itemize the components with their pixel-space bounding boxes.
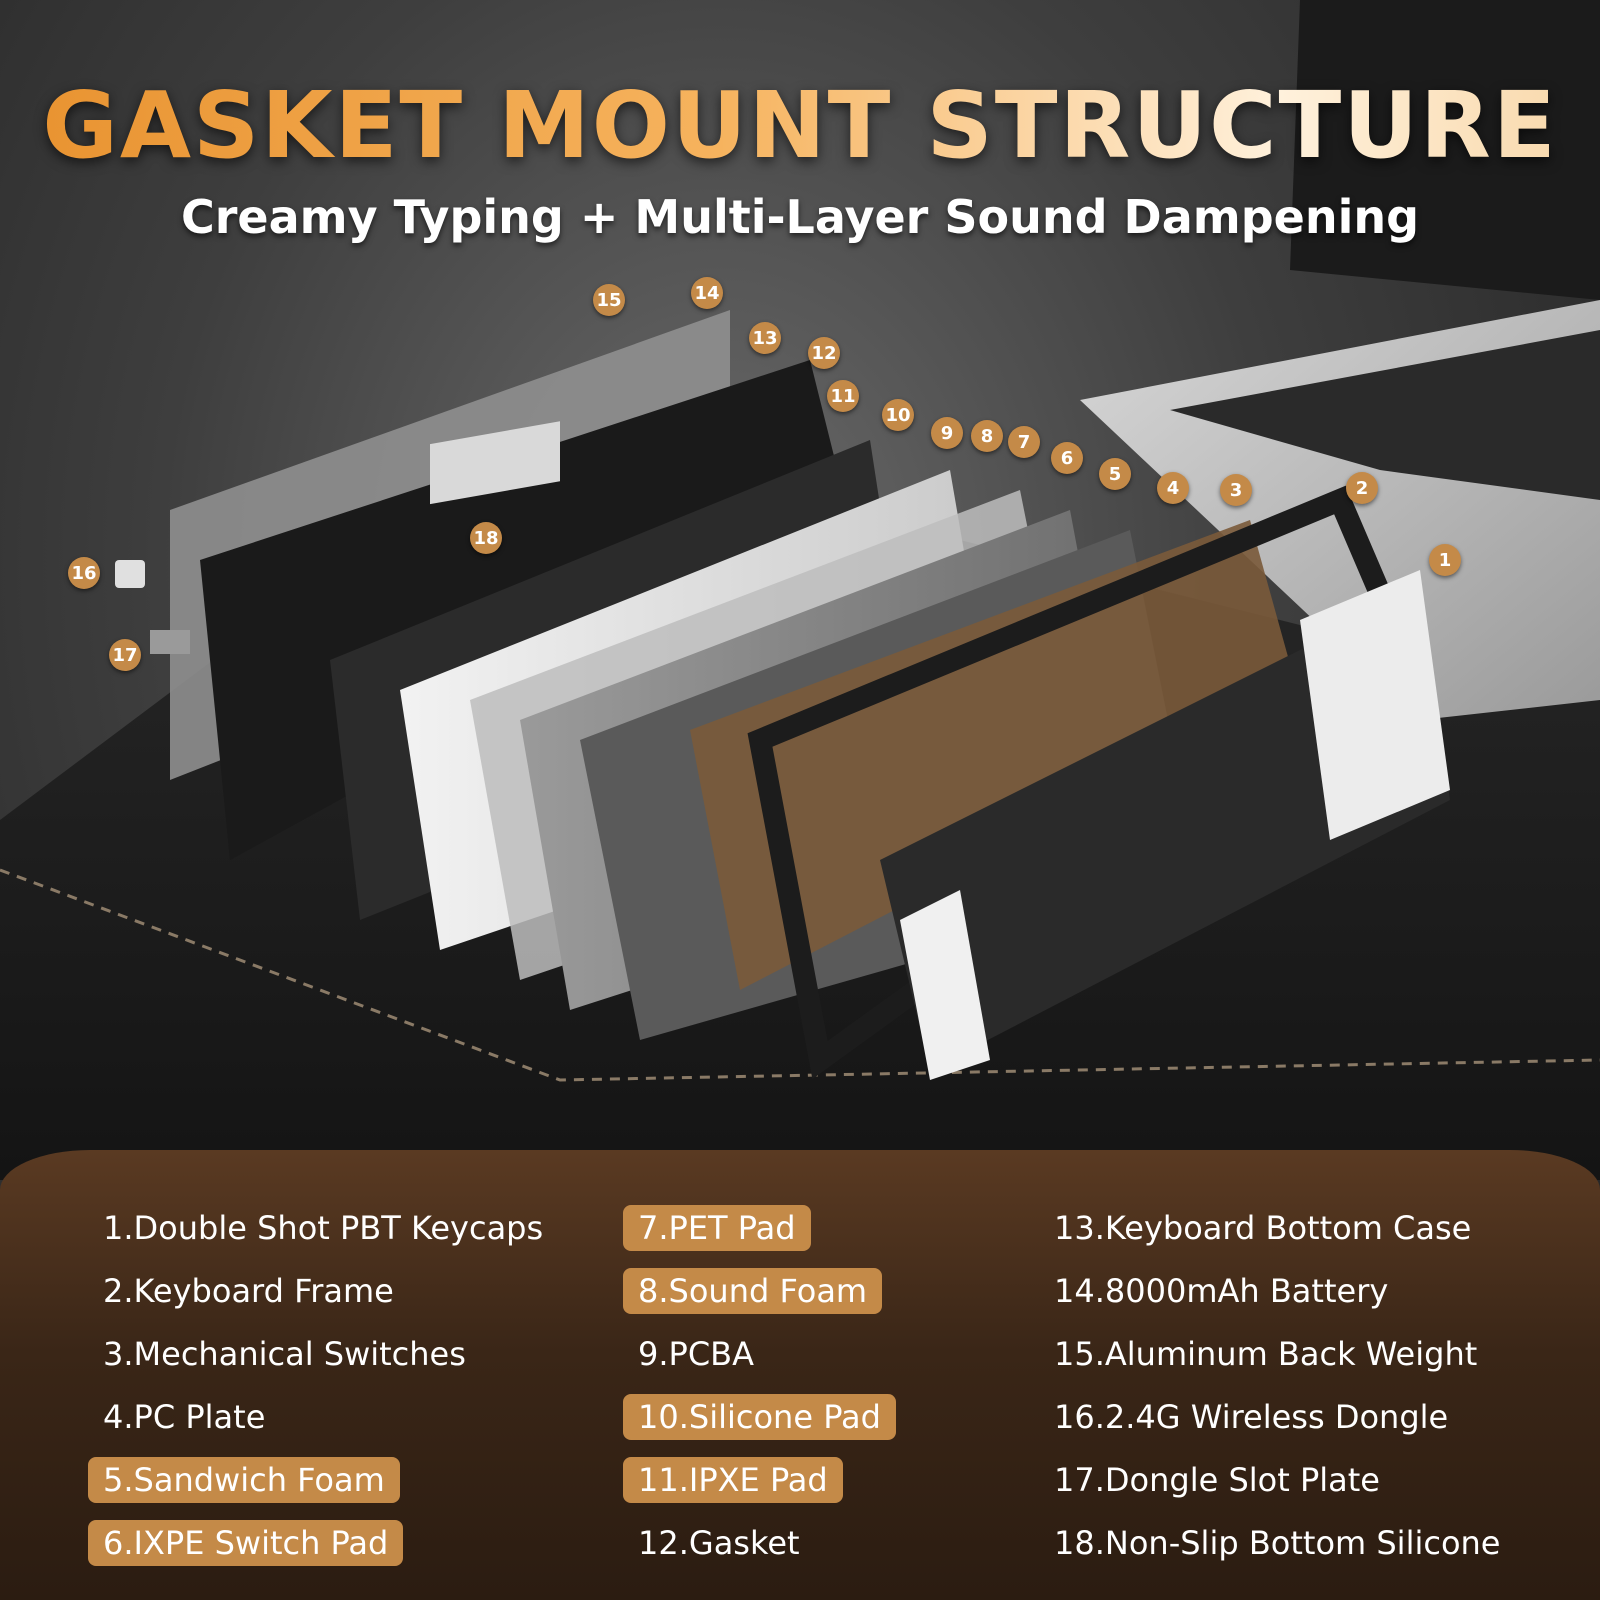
headline: GASKET MOUNT STRUCTURE (0, 72, 1600, 179)
callout-13: 13 (749, 322, 781, 354)
exploded-keyboard-scene (0, 0, 1600, 1180)
legend-item: 9.PCBA (638, 1335, 755, 1373)
callout-8: 8 (971, 420, 1003, 452)
legend-item: 13.Keyboard Bottom Case (1054, 1209, 1472, 1247)
mechanical-switches-band (690, 520, 1300, 990)
legend-item-highlighted: 11.IPXE Pad (623, 1454, 896, 1506)
callout-9: 9 (931, 417, 963, 449)
legend-item: 2.Keyboard Frame (103, 1272, 394, 1310)
legend-item: 14.8000mAh Battery (1054, 1272, 1389, 1310)
exploded-keyboard-illustration (0, 0, 1600, 1180)
legend-column-2: 7.PET Pad 8.Sound Foam 9.PCBA 10.Silicon… (623, 1202, 896, 1580)
legend-item: 18.Non-Slip Bottom Silicone (1054, 1524, 1501, 1562)
callout-15: 15 (593, 284, 625, 316)
legend-item: 1.Double Shot PBT Keycaps (103, 1209, 544, 1247)
legend-item: 12.Gasket (638, 1524, 800, 1562)
callout-1: 1 (1429, 544, 1461, 576)
wireless-dongle (115, 560, 145, 588)
callout-4: 4 (1157, 472, 1189, 504)
callout-3: 3 (1220, 474, 1252, 506)
legend-item: 17.Dongle Slot Plate (1054, 1461, 1380, 1499)
legend-item: 3.Mechanical Switches (103, 1335, 466, 1373)
legend-item-highlighted: 7.PET Pad (623, 1202, 896, 1254)
subheadline: Creamy Typing + Multi-Layer Sound Dampen… (180, 190, 1420, 244)
callout-6: 6 (1051, 442, 1083, 474)
laptop-screen (1290, 0, 1600, 300)
callout-16: 16 (68, 557, 100, 589)
callout-17: 17 (109, 639, 141, 671)
legend-item: 4.PC Plate (103, 1398, 266, 1436)
callout-2: 2 (1346, 472, 1378, 504)
keycaps-white-right (1300, 570, 1450, 840)
legend-column-1: 1.Double Shot PBT Keycaps 2.Keyboard Fra… (88, 1202, 558, 1580)
laptop-keyboard (1170, 330, 1600, 500)
callout-11: 11 (827, 380, 859, 412)
non-slip-silicone-strip (430, 421, 560, 505)
callout-18: 18 (470, 522, 502, 554)
callout-10: 10 (882, 399, 914, 431)
desk-mat-stitching (0, 868, 1600, 1082)
legend-column-3: 13.Keyboard Bottom Case 14.8000mAh Batte… (1039, 1202, 1515, 1580)
keycaps-white-left (900, 890, 990, 1080)
callout-12: 12 (808, 337, 840, 369)
dongle-slot-plate (150, 630, 190, 654)
legend-item-highlighted: 10.Silicone Pad (623, 1391, 896, 1443)
legend-item-highlighted: 5.Sandwich Foam (88, 1454, 558, 1506)
legend-item: 15.Aluminum Back Weight (1054, 1335, 1478, 1373)
legend-item-highlighted: 8.Sound Foam (623, 1265, 896, 1317)
parts-legend-panel: 1.Double Shot PBT Keycaps 2.Keyboard Fra… (0, 1150, 1600, 1600)
callout-14: 14 (691, 277, 723, 309)
callout-5: 5 (1099, 458, 1131, 490)
callout-7: 7 (1008, 426, 1040, 458)
keycaps-block (880, 590, 1450, 1070)
legend-item-highlighted: 6.IXPE Switch Pad (88, 1517, 558, 1569)
legend-item: 16.2.4G Wireless Dongle (1054, 1398, 1449, 1436)
